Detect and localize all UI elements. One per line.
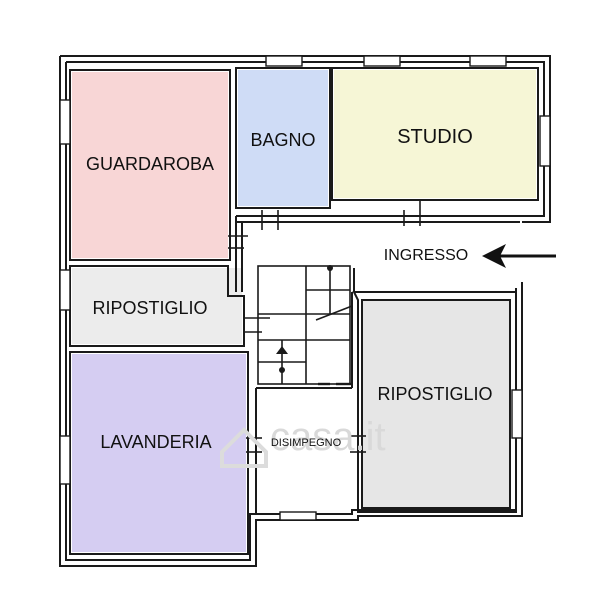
room-bagno: [238, 70, 328, 206]
watermark-text: casa.it: [270, 415, 386, 459]
room-lavanderia: [72, 354, 246, 552]
label-disimpegno: DISIMPEGNO: [271, 437, 342, 449]
label-bagno: BAGNO: [250, 130, 315, 150]
room-ripostiglio-right: [362, 300, 510, 508]
room-ripostiglio-left: [72, 268, 242, 344]
label-ingresso: INGRESSO: [384, 247, 468, 264]
stairs: [257, 265, 353, 385]
arrow-left-icon: [482, 244, 556, 268]
label-ripostiglio-left: RIPOSTIGLIO: [92, 298, 207, 318]
room-studio: [334, 70, 536, 198]
label-studio: STUDIO: [397, 126, 473, 148]
door-marks: [228, 200, 421, 453]
label-ripostiglio-right: RIPOSTIGLIO: [377, 384, 492, 404]
watermark-logo: casa.it: [220, 415, 386, 468]
windows: [59, 55, 551, 521]
label-guardaroba: GUARDAROBA: [86, 154, 214, 174]
room-guardaroba: [72, 72, 228, 258]
label-lavanderia: LAVANDERIA: [100, 432, 211, 452]
